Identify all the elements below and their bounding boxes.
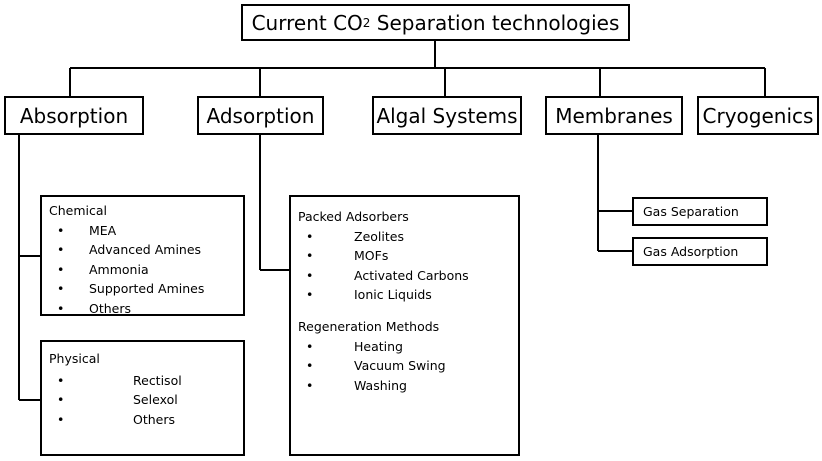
category-absorption: Absorption	[4, 96, 144, 135]
category-algal-systems: Algal Systems	[372, 96, 522, 135]
title-prefix: Current CO	[251, 10, 363, 35]
chemical-title: Chemical	[49, 203, 107, 218]
list-item: Others	[49, 299, 243, 319]
list-item: Rectisol	[49, 371, 243, 391]
category-algal-systems-label: Algal Systems	[376, 103, 518, 128]
category-cryogenics: Cryogenics	[697, 96, 819, 135]
packed-adsorbers-list: Zeolites MOFs Activated Carbons Ionic Li…	[298, 227, 518, 305]
category-adsorption: Adsorption	[197, 96, 324, 135]
list-item: MEA	[49, 221, 243, 241]
chemical-list: MEA Advanced Amines Ammonia Supported Am…	[49, 221, 243, 319]
regeneration-methods-list: Heating Vacuum Swing Washing	[298, 337, 518, 396]
title-suffix-text: Separation technologies	[376, 10, 620, 35]
category-cryogenics-label: Cryogenics	[702, 103, 814, 128]
membranes-gas-separation: Gas Separation	[632, 197, 768, 226]
title-suffix: Separation technologies	[370, 10, 620, 35]
category-membranes: Membranes	[545, 96, 683, 135]
list-item: Supported Amines	[49, 279, 243, 299]
list-item: Vacuum Swing	[298, 356, 518, 376]
list-item: Zeolites	[298, 227, 518, 247]
absorption-physical-box: Physical Rectisol Selexol Others	[40, 340, 245, 456]
list-item: Selexol	[49, 390, 243, 410]
physical-title: Physical	[49, 351, 100, 366]
list-item: Ammonia	[49, 260, 243, 280]
absorption-chemical-box: Chemical MEA Advanced Amines Ammonia Sup…	[40, 195, 245, 319]
list-item: Activated Carbons	[298, 266, 518, 286]
category-membranes-label: Membranes	[555, 103, 673, 128]
list-item: Ionic Liquids	[298, 285, 518, 305]
gas-separation-label: Gas Separation	[643, 204, 739, 219]
list-item: Advanced Amines	[49, 240, 243, 260]
list-item: Heating	[298, 337, 518, 357]
title-subscript: 2	[362, 15, 371, 30]
packed-adsorbers-title: Packed Adsorbers	[298, 209, 409, 224]
adsorption-methods-box: Packed Adsorbers Zeolites MOFs Activated…	[289, 195, 520, 456]
list-item: MOFs	[298, 246, 518, 266]
category-absorption-label: Absorption	[19, 103, 129, 128]
list-item: Washing	[298, 376, 518, 396]
membranes-gas-adsorption: Gas Adsorption	[632, 237, 768, 266]
regeneration-methods-title: Regeneration Methods	[298, 318, 440, 334]
gas-adsorption-label: Gas Adsorption	[643, 244, 739, 259]
physical-list: Rectisol Selexol Others	[49, 371, 243, 430]
category-adsorption-label: Adsorption	[206, 103, 315, 128]
list-item: Others	[49, 410, 243, 430]
